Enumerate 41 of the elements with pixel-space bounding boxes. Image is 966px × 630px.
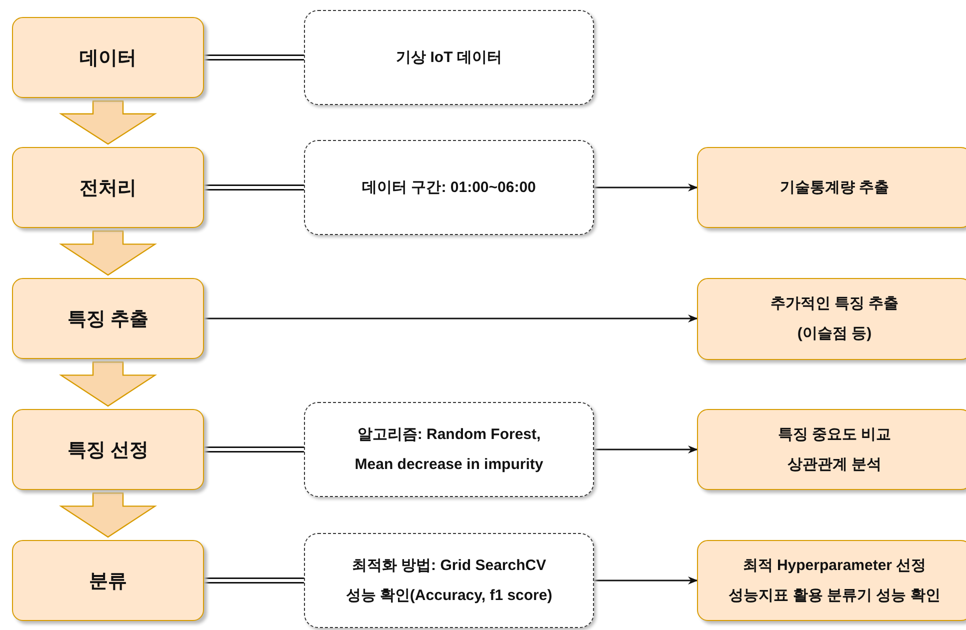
node-text: 전처리 — [80, 176, 136, 200]
node-text: 특징 중요도 비교 — [778, 424, 892, 444]
node-text: 알고리즘: Random Forest, Mean decrease in impurity — [354, 424, 544, 474]
double-line — [204, 578, 304, 584]
node-text: 성능 확인(Accuracy, f1 score) — [346, 586, 552, 606]
double-line — [204, 446, 304, 452]
node-text: 특징 선정 — [67, 438, 149, 462]
node-text: 데이터 — [80, 46, 136, 70]
block-arrow — [58, 492, 158, 538]
node-text: 추가적인 특징 추출 (이슬점 등) — [769, 294, 900, 344]
node-text: 최적 Hyperparameter 선정 — [742, 556, 926, 576]
node-text: 성능지표 활용 분류기 성능 확인 — [728, 586, 940, 606]
result-box — [697, 147, 966, 228]
block-arrow — [58, 230, 158, 276]
note-box — [304, 533, 594, 628]
node-text: 기상 IoT 데이터 — [396, 48, 502, 68]
arrow — [204, 314, 698, 322]
node-text: 상관관계 분석 — [787, 454, 882, 474]
node-text: 기술통계량 추출 — [780, 178, 890, 198]
result-box — [697, 409, 966, 490]
double-line — [204, 54, 304, 60]
process-box — [12, 540, 204, 621]
node-text: 데이터 구간: 01:00~06:00 — [362, 178, 536, 198]
double-line — [204, 184, 304, 190]
note-box — [304, 140, 594, 235]
process-box — [12, 278, 204, 359]
process-box — [12, 17, 204, 98]
node-text: 분류 — [89, 570, 127, 594]
process-box — [12, 147, 204, 228]
node-text: 최적화 방법: Grid SearchCV — [352, 556, 546, 576]
note-box — [304, 402, 594, 497]
block-arrow — [58, 100, 158, 145]
arrow — [594, 446, 698, 454]
node-text: 특징 추출 — [67, 308, 149, 332]
note-box — [304, 10, 594, 105]
result-box — [697, 540, 966, 621]
arrow — [594, 184, 698, 192]
block-arrow — [58, 361, 158, 407]
result-box — [697, 278, 966, 360]
process-box — [12, 409, 204, 490]
arrow — [594, 576, 698, 584]
